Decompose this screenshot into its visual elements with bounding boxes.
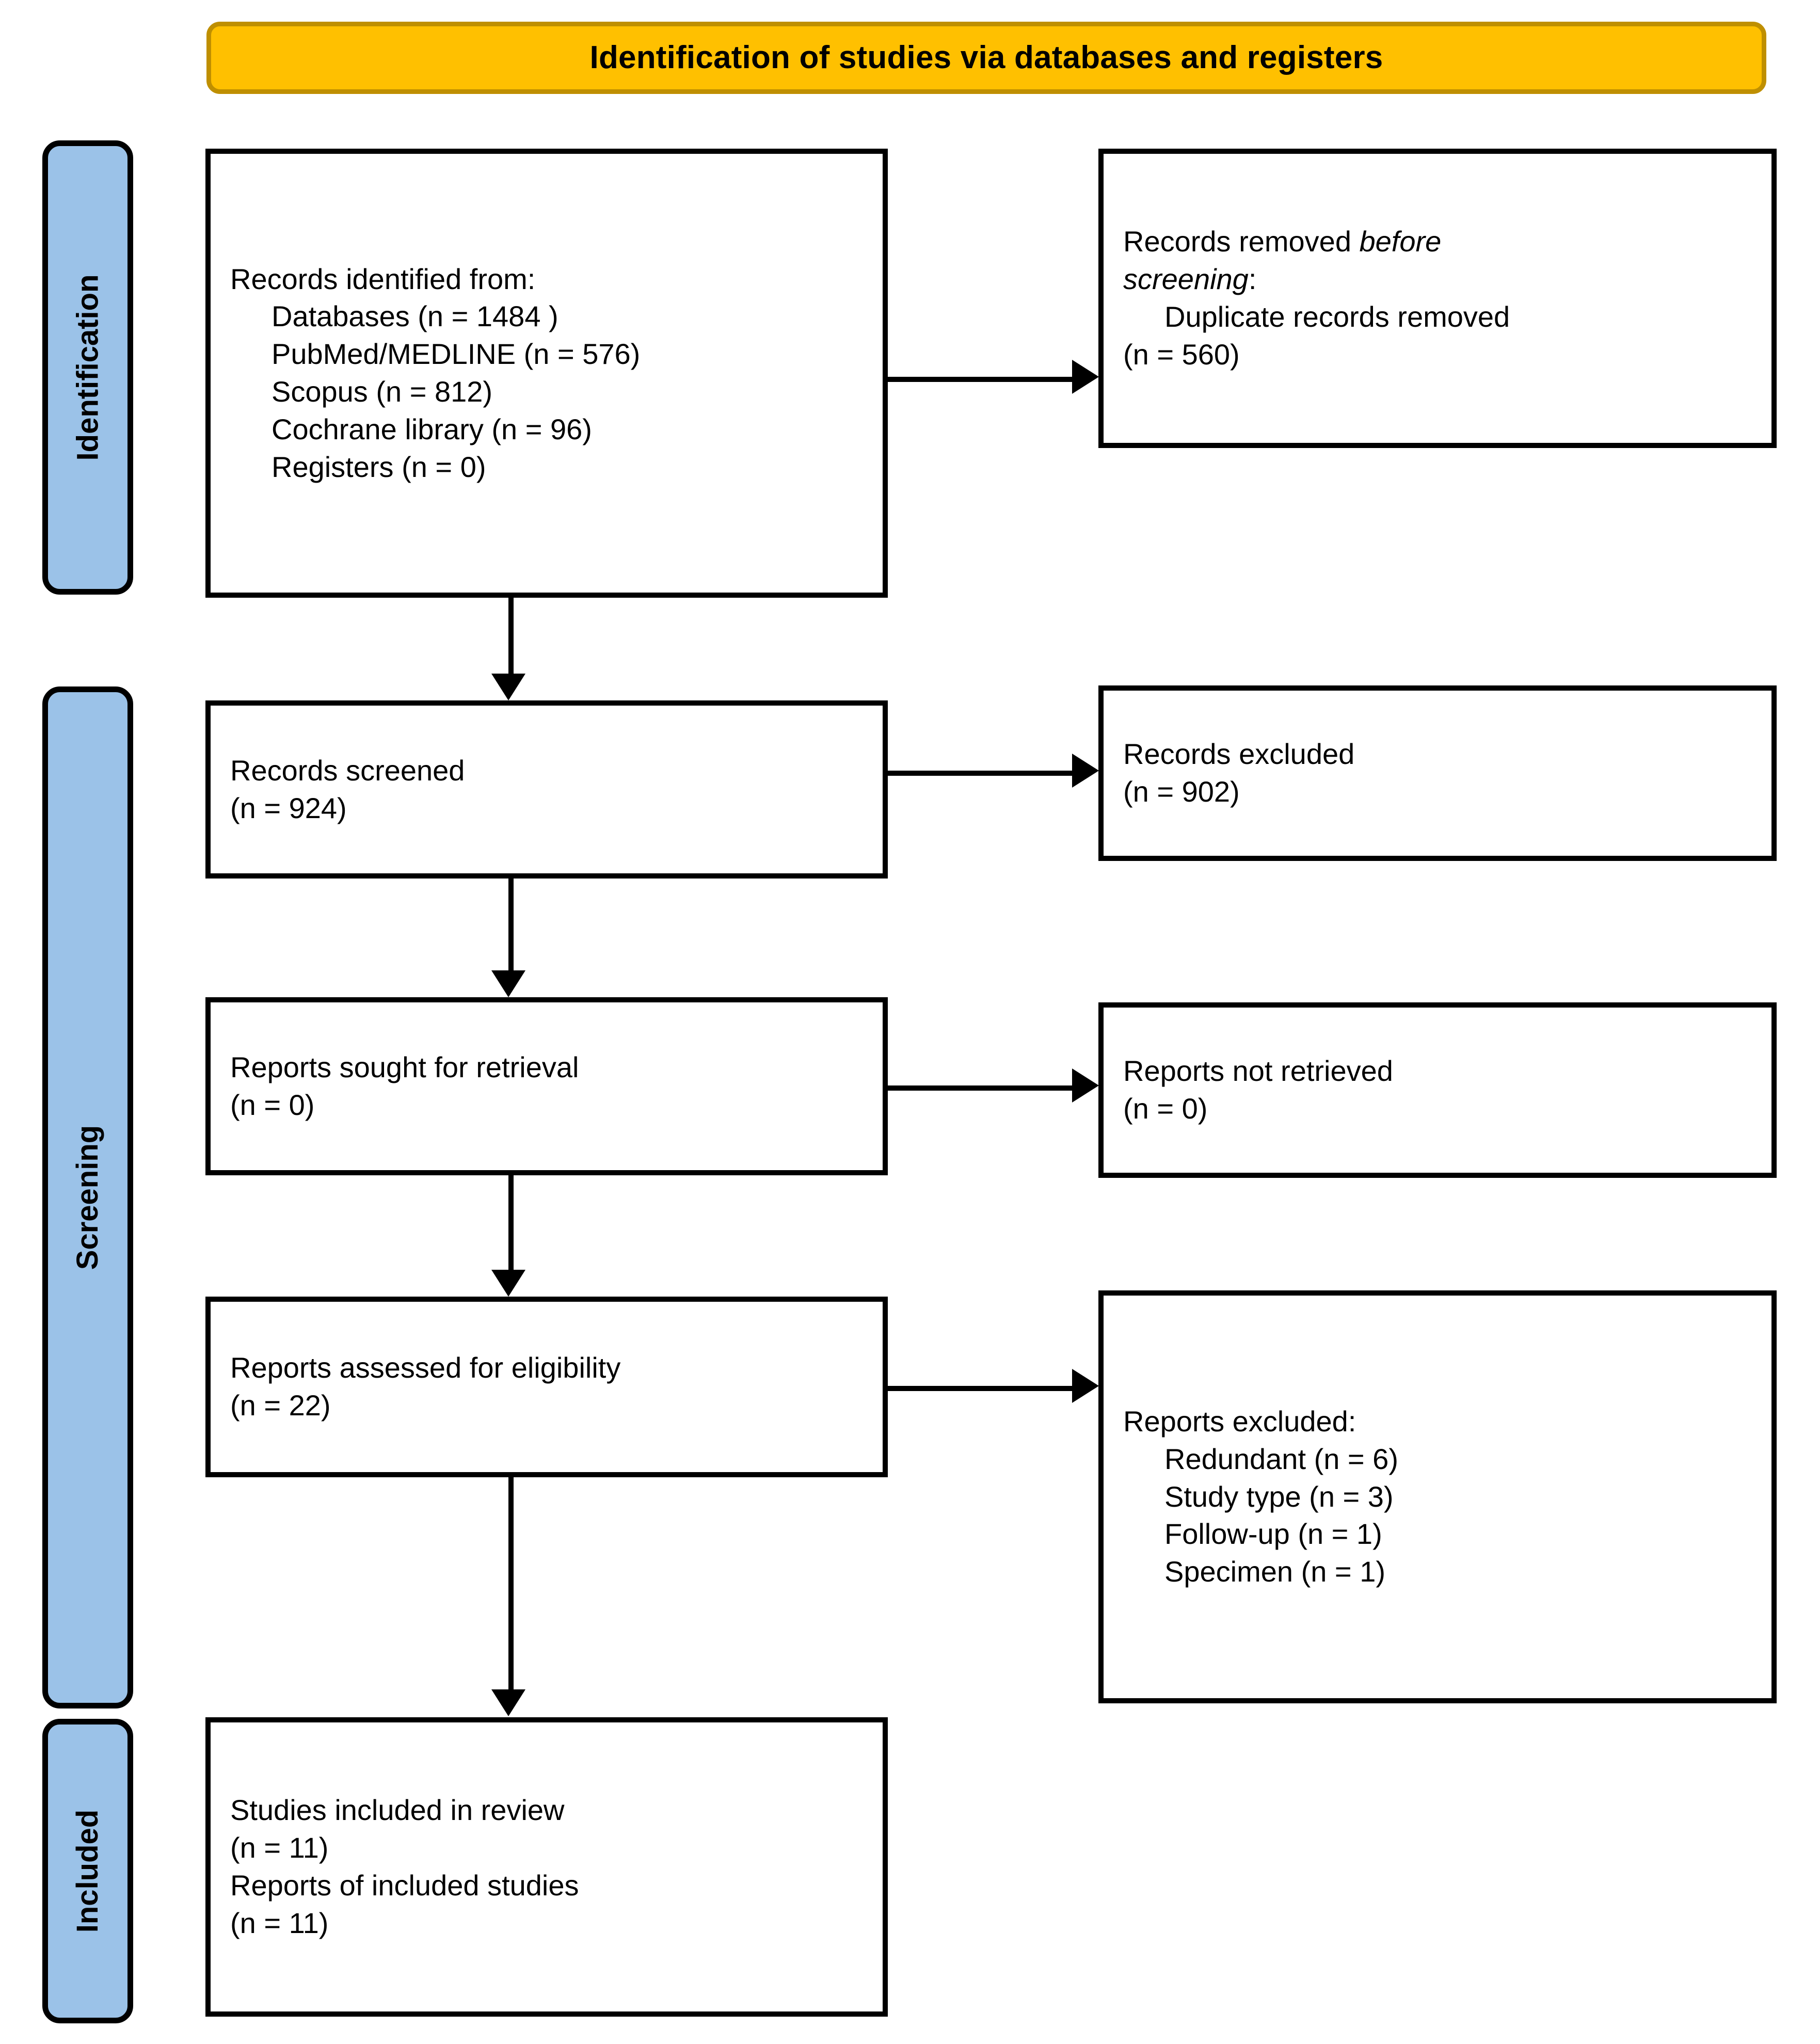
box-records-removed-before-screening: Records removed before screening: Duplic… bbox=[1098, 149, 1777, 448]
connector-line bbox=[508, 1477, 514, 1691]
box-records-identified-text: Records identified from: Databases (n = … bbox=[211, 261, 883, 486]
box-reports-excluded-text: Reports excluded: Redundant (n = 6) Stud… bbox=[1104, 1403, 1771, 1591]
arrow-right-icon bbox=[1072, 754, 1099, 788]
records-removed-label: Records removed bbox=[1123, 225, 1360, 258]
arrow-down-icon bbox=[491, 674, 525, 700]
reports-assessed-label: Reports assessed for eligibility bbox=[230, 1351, 621, 1384]
box-records-screened-text: Records screened (n = 924) bbox=[211, 752, 883, 827]
records-identified-scopus: Scopus (n = 812) bbox=[272, 375, 493, 408]
records-removed-colon: : bbox=[1248, 263, 1257, 296]
box-records-removed-text: Records removed before screening: Duplic… bbox=[1104, 223, 1771, 373]
connector-line bbox=[508, 879, 514, 972]
arrow-down-icon bbox=[491, 1270, 525, 1297]
stage-label-identification: Identification bbox=[42, 140, 133, 595]
records-identified-databases: Databases (n = 1484 ) bbox=[272, 300, 558, 333]
records-identified-heading: Records identified from: bbox=[230, 262, 536, 295]
reports-sought-count: (n = 0) bbox=[230, 1088, 315, 1121]
records-removed-line2: screening: bbox=[1123, 261, 1752, 298]
stage-label-identification-text: Identification bbox=[71, 274, 105, 461]
reports-not-retrieved-label: Reports not retrieved bbox=[1123, 1055, 1393, 1088]
arrow-right-icon bbox=[1072, 360, 1099, 394]
reports-excluded-heading: Reports excluded: bbox=[1123, 1405, 1356, 1438]
box-reports-not-retrieved-text: Reports not retrieved (n = 0) bbox=[1104, 1052, 1771, 1128]
records-excluded-count: (n = 902) bbox=[1123, 775, 1240, 808]
duplicate-records-removed-count: (n = 560) bbox=[1123, 338, 1240, 371]
arrow-right-icon bbox=[1072, 1369, 1099, 1403]
box-reports-not-retrieved: Reports not retrieved (n = 0) bbox=[1098, 1002, 1777, 1178]
arrow-right-icon bbox=[1072, 1068, 1099, 1103]
studies-included-count: (n = 11) bbox=[230, 1831, 329, 1864]
connector-line bbox=[508, 1175, 514, 1272]
connector-line bbox=[508, 598, 514, 675]
box-studies-included: Studies included in review (n = 11) Repo… bbox=[205, 1717, 888, 2017]
connector-line bbox=[888, 377, 1072, 382]
reports-excluded-redundant: Redundant (n = 6) bbox=[1164, 1442, 1398, 1475]
records-excluded-label: Records excluded bbox=[1123, 738, 1355, 771]
records-screened-label: Records screened bbox=[230, 754, 465, 787]
records-removed-screening-emphasis: screening bbox=[1123, 263, 1249, 296]
stage-label-included: Included bbox=[42, 1719, 133, 2023]
connector-line bbox=[888, 1386, 1072, 1391]
records-identified-registers: Registers (n = 0) bbox=[272, 450, 486, 483]
box-reports-sought-text: Reports sought for retrieval (n = 0) bbox=[211, 1049, 883, 1124]
reports-sought-label: Reports sought for retrieval bbox=[230, 1050, 579, 1083]
box-records-screened: Records screened (n = 924) bbox=[205, 700, 888, 879]
box-reports-sought-for-retrieval: Reports sought for retrieval (n = 0) bbox=[205, 997, 888, 1175]
reports-of-included-studies-count: (n = 11) bbox=[230, 1906, 329, 1939]
connector-line bbox=[888, 1085, 1072, 1091]
stage-label-included-text: Included bbox=[71, 1809, 104, 1933]
records-removed-before-emphasis: before bbox=[1359, 225, 1442, 258]
records-removed-line1: Records removed before bbox=[1123, 223, 1752, 261]
arrow-down-icon bbox=[491, 970, 525, 997]
records-identified-cochrane: Cochrane library (n = 96) bbox=[272, 412, 592, 445]
header-banner: Identification of studies via databases … bbox=[206, 22, 1766, 94]
box-reports-assessed-for-eligibility: Reports assessed for eligibility (n = 22… bbox=[205, 1297, 888, 1477]
studies-included-label: Studies included in review bbox=[230, 1794, 565, 1827]
box-records-excluded: Records excluded (n = 902) bbox=[1098, 685, 1777, 861]
records-screened-count: (n = 924) bbox=[230, 791, 347, 824]
arrow-down-icon bbox=[491, 1689, 525, 1716]
reports-assessed-count: (n = 22) bbox=[230, 1389, 331, 1422]
stage-label-screening: Screening bbox=[42, 686, 133, 1708]
box-reports-excluded-reasons: Reports excluded: Redundant (n = 6) Stud… bbox=[1098, 1290, 1777, 1703]
page-title: Identification of studies via databases … bbox=[589, 39, 1383, 75]
connector-line bbox=[888, 771, 1072, 776]
box-studies-included-text: Studies included in review (n = 11) Repo… bbox=[211, 1792, 883, 1942]
box-records-identified: Records identified from: Databases (n = … bbox=[205, 149, 888, 598]
box-records-excluded-text: Records excluded (n = 902) bbox=[1104, 736, 1771, 811]
reports-of-included-studies-label: Reports of included studies bbox=[230, 1869, 579, 1902]
records-identified-pubmed: PubMed/MEDLINE (n = 576) bbox=[272, 338, 641, 371]
reports-excluded-specimen: Specimen (n = 1) bbox=[1164, 1555, 1385, 1588]
duplicate-records-removed-label: Duplicate records removed bbox=[1164, 300, 1510, 333]
reports-excluded-follow-up: Follow-up (n = 1) bbox=[1164, 1518, 1382, 1551]
box-reports-assessed-text: Reports assessed for eligibility (n = 22… bbox=[211, 1349, 883, 1425]
reports-excluded-study-type: Study type (n = 3) bbox=[1164, 1480, 1394, 1513]
stage-label-screening-text: Screening bbox=[71, 1125, 104, 1270]
reports-not-retrieved-count: (n = 0) bbox=[1123, 1092, 1208, 1125]
